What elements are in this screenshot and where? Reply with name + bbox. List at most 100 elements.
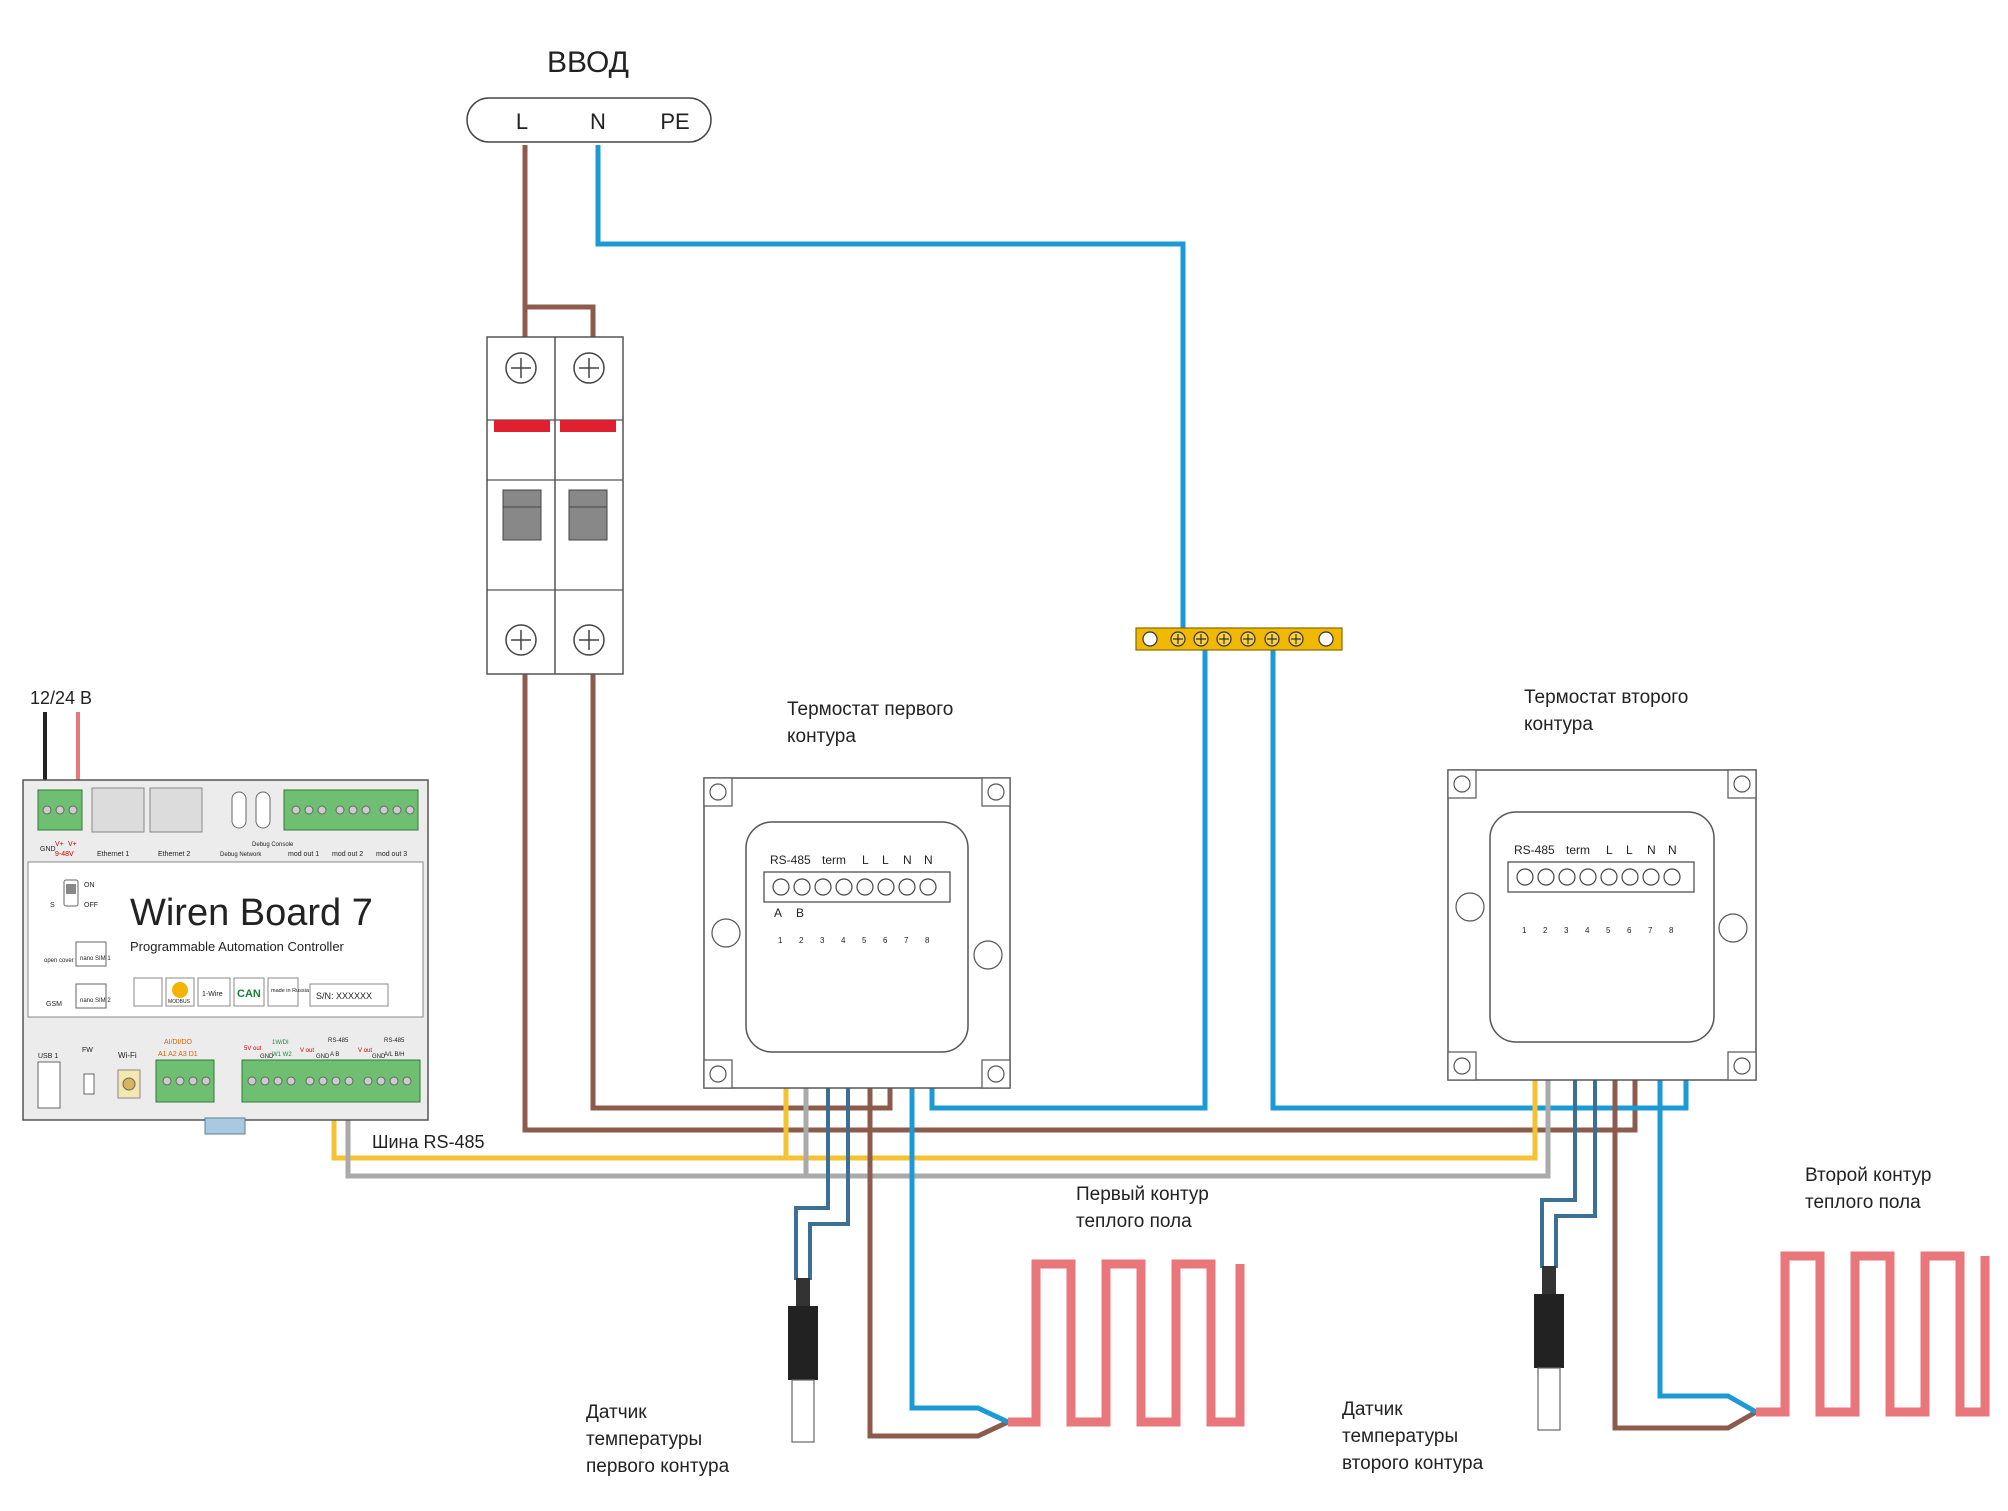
sensor2-label-line2: температуры bbox=[1342, 1426, 1458, 1447]
svg-text:nano SIM 1: nano SIM 1 bbox=[80, 956, 111, 962]
heating2-blue-leg bbox=[1657, 950, 1758, 1415]
svg-text:6: 6 bbox=[1627, 926, 1632, 935]
serial-number: S/N: XXXXXX bbox=[316, 991, 372, 1001]
input-terminal-l: L bbox=[516, 109, 528, 134]
thermostat1-title-line2: контура bbox=[787, 726, 856, 747]
svg-text:CAN: CAN bbox=[237, 988, 261, 1000]
sensor1-neck bbox=[796, 1278, 810, 1310]
svg-text:5: 5 bbox=[862, 936, 867, 945]
sensor2-label-line1: Датчик bbox=[1342, 1399, 1403, 1420]
controller-name: Wiren Board 7 bbox=[130, 892, 373, 934]
svg-text:Ethernet 1: Ethernet 1 bbox=[97, 851, 129, 858]
sensor1-label-line2: температуры bbox=[586, 1429, 702, 1450]
svg-text:A: A bbox=[774, 906, 782, 920]
svg-text:L: L bbox=[882, 853, 889, 867]
busbar-body bbox=[1135, 627, 1343, 651]
svg-text:Debug Console: Debug Console bbox=[252, 842, 294, 848]
sensor1-body bbox=[788, 1306, 818, 1380]
svg-text:open cover: open cover bbox=[44, 958, 74, 964]
breaker-toggle-left[interactable] bbox=[502, 489, 542, 541]
debug-network-port bbox=[231, 791, 247, 829]
svg-text:4: 4 bbox=[841, 936, 846, 945]
neutral-wire-input bbox=[595, 145, 1186, 640]
svg-text:5V out: 5V out bbox=[244, 1046, 262, 1052]
svg-text:B: B bbox=[796, 906, 804, 920]
svg-text:RS-485: RS-485 bbox=[1514, 843, 1555, 857]
svg-text:N: N bbox=[1668, 843, 1677, 857]
neutral-busbar bbox=[1135, 627, 1343, 651]
input-terminal-pe: PE bbox=[660, 109, 689, 134]
svg-text:Ethernet 2: Ethernet 2 bbox=[158, 851, 190, 858]
thermostat-2: Термостат второго контура RS-485 term L … bbox=[1447, 687, 1757, 1081]
svg-text:MODBUS: MODBUS bbox=[168, 999, 191, 1005]
svg-text:A1 A2 A3 D1: A1 A2 A3 D1 bbox=[158, 1051, 198, 1058]
bus-label: Шина RS-485 bbox=[372, 1132, 485, 1152]
svg-text:7: 7 bbox=[1648, 926, 1653, 935]
svg-text:3: 3 bbox=[1564, 926, 1569, 935]
svg-text:4: 4 bbox=[1585, 926, 1590, 935]
sensor2-neck bbox=[1542, 1266, 1556, 1298]
svg-text:8: 8 bbox=[1669, 926, 1674, 935]
svg-text:V out: V out bbox=[300, 1048, 314, 1054]
svg-text:A B: A B bbox=[330, 1052, 339, 1058]
svg-text:1-Wire: 1-Wire bbox=[202, 991, 223, 998]
input-block: ВВОД L N PE bbox=[466, 46, 712, 143]
svg-text:GSM: GSM bbox=[46, 1001, 62, 1008]
svg-text:L: L bbox=[862, 853, 869, 867]
sensor1-label-line3: первого контура bbox=[586, 1456, 730, 1477]
heating1-blue-leg bbox=[909, 950, 1010, 1425]
heating2-brown-leg bbox=[1612, 950, 1758, 1431]
svg-text:nano SIM 2: nano SIM 2 bbox=[80, 998, 111, 1004]
onewire-badge bbox=[197, 977, 231, 1007]
svg-text:N: N bbox=[924, 853, 933, 867]
svg-text:mod out 2: mod out 2 bbox=[332, 851, 363, 858]
floor2-label-line2: теплого пола bbox=[1805, 1192, 1921, 1213]
can-badge bbox=[233, 977, 265, 1007]
svg-text:USB 1: USB 1 bbox=[38, 1053, 58, 1060]
controller: GND V+ V+ 9-48V Ethernet 1 Ethernet 2 De… bbox=[22, 779, 429, 1135]
svg-text:RS-485: RS-485 bbox=[384, 1038, 405, 1044]
svg-text:V+: V+ bbox=[55, 841, 64, 848]
fw-button[interactable] bbox=[83, 1073, 95, 1095]
svg-text:mod out 1: mod out 1 bbox=[288, 851, 319, 858]
svg-text:N: N bbox=[1647, 843, 1656, 857]
heating-elements bbox=[1008, 1251, 1990, 1427]
svg-text:Debug Network: Debug Network bbox=[220, 852, 262, 858]
temperature-sensor-2 bbox=[1534, 1266, 1564, 1431]
svg-text:7: 7 bbox=[904, 936, 909, 945]
svg-text:L: L bbox=[1626, 843, 1633, 857]
svg-text:GND: GND bbox=[372, 1054, 386, 1060]
svg-text:6: 6 bbox=[883, 936, 888, 945]
svg-text:GND: GND bbox=[260, 1054, 274, 1060]
svg-text:L: L bbox=[1606, 843, 1613, 857]
breaker-toggle-right[interactable] bbox=[568, 489, 608, 541]
usb-port bbox=[37, 1061, 61, 1109]
svg-text:3: 3 bbox=[820, 936, 825, 945]
thermostat2-mount-hole bbox=[1718, 913, 1748, 943]
svg-text:9-48V: 9-48V bbox=[55, 851, 74, 858]
svg-text:ON: ON bbox=[84, 882, 95, 889]
svg-text:1: 1 bbox=[778, 936, 783, 945]
svg-text:2: 2 bbox=[799, 936, 804, 945]
heating-element-2 bbox=[1756, 1251, 1990, 1417]
sensor2-body bbox=[1534, 1294, 1564, 1368]
svg-text:5: 5 bbox=[1606, 926, 1611, 935]
svg-text:term: term bbox=[822, 853, 846, 867]
sim2-slot bbox=[75, 983, 107, 1009]
svg-text:FW: FW bbox=[82, 1047, 93, 1054]
sensor2-wire-b bbox=[1554, 950, 1597, 1268]
svg-text:1W/DI: 1W/DI bbox=[272, 1040, 289, 1046]
floor2-label-line1: Второй контур bbox=[1805, 1165, 1931, 1186]
controller-subtitle: Programmable Automation Controller bbox=[130, 939, 345, 954]
input-terminal-box bbox=[466, 97, 712, 143]
heating-legs bbox=[867, 950, 1758, 1439]
svg-text:V out: V out bbox=[358, 1048, 372, 1054]
din-clip bbox=[204, 1117, 246, 1135]
thermostat1-mount-hole bbox=[973, 940, 1003, 970]
svg-text:V+: V+ bbox=[68, 841, 77, 848]
svg-text:8: 8 bbox=[925, 936, 930, 945]
breaker-indicator-left bbox=[494, 420, 550, 432]
debug-console-port bbox=[255, 791, 271, 829]
svg-text:mod out 3: mod out 3 bbox=[376, 851, 407, 858]
thermostat1-mount-hole bbox=[711, 918, 741, 948]
